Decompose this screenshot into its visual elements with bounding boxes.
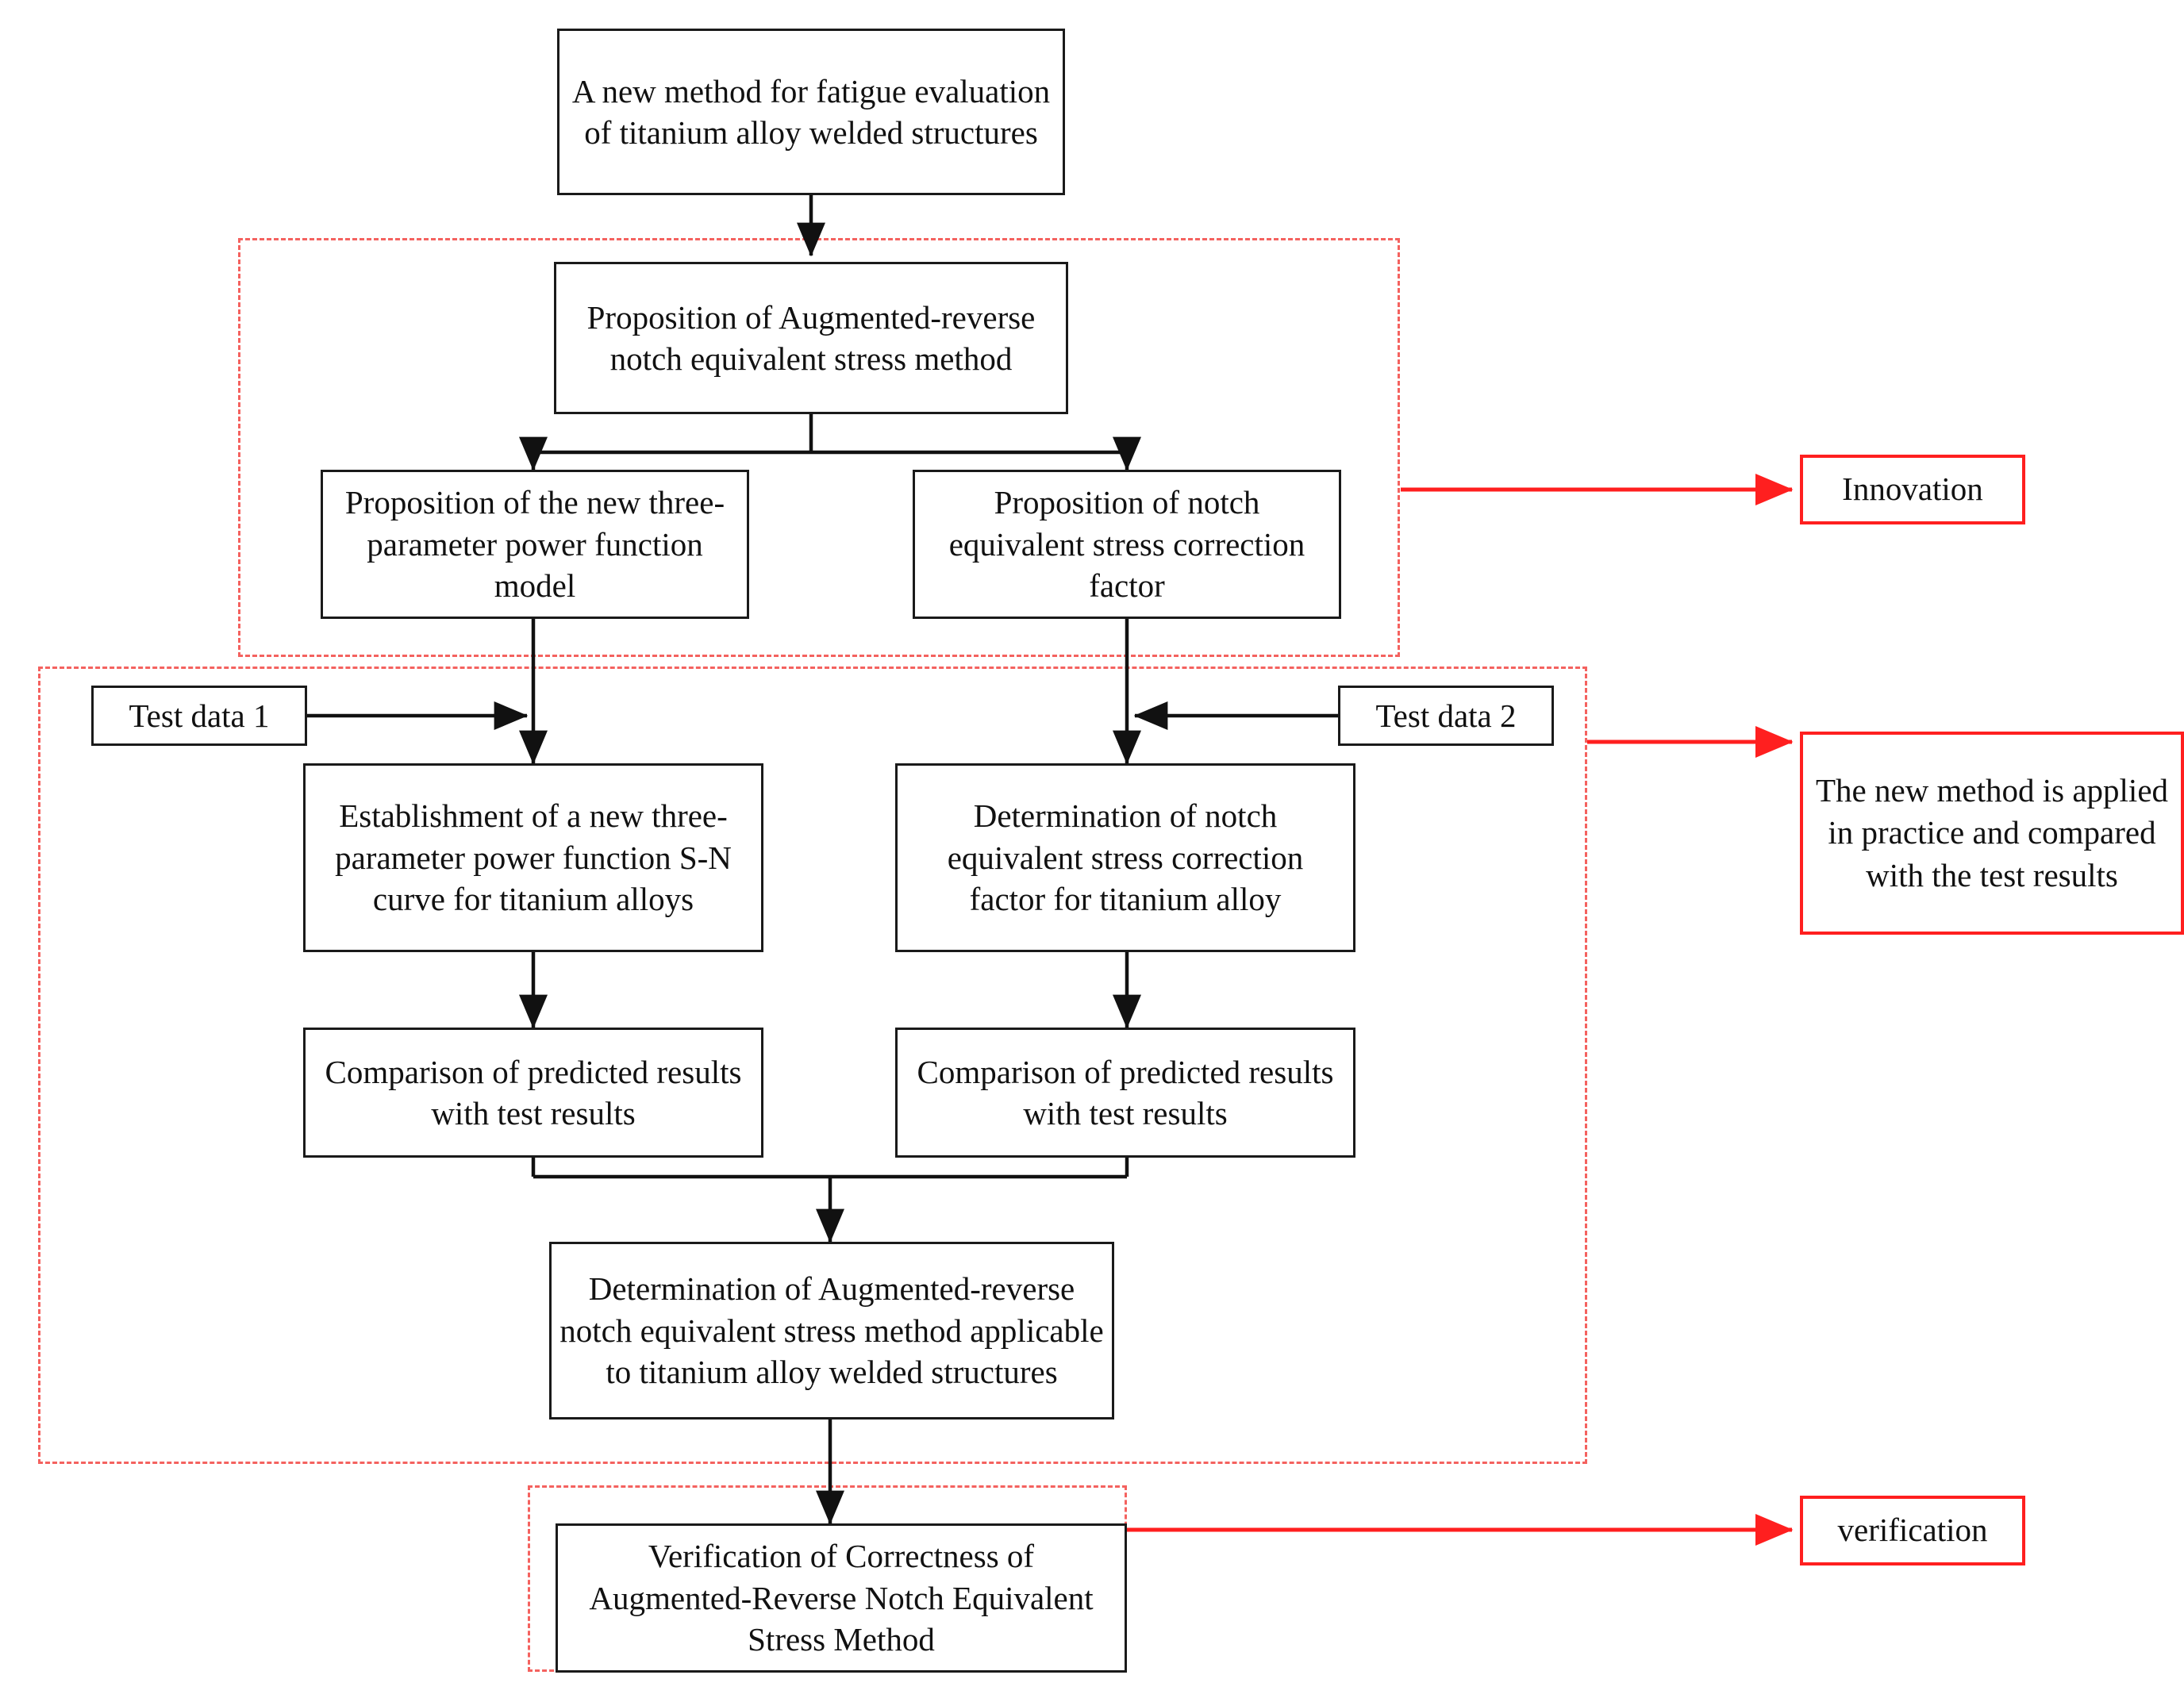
node-verification-method[interactable]: Verification of Correctness of Augmented…: [556, 1523, 1127, 1673]
node-verification-method-label: Verification of Correctness of Augmented…: [589, 1538, 1094, 1658]
node-test-data-2[interactable]: Test data 2: [1338, 686, 1554, 746]
node-test-data-2-label: Test data 2: [1375, 697, 1517, 734]
node-determination-final[interactable]: Determination of Augmented-reverse notch…: [549, 1242, 1114, 1419]
annotation-applied-in-practice-label: The new method is applied in practice an…: [1815, 772, 2169, 893]
annotation-verification-label: verification: [1837, 1512, 1988, 1549]
node-comparison-right-label: Comparison of predicted results with tes…: [917, 1053, 1334, 1131]
node-test-data-1-label: Test data 1: [129, 697, 270, 734]
node-comparison-left-label: Comparison of predicted results with tes…: [325, 1053, 742, 1131]
node-establishment-sn-curve-label: Establishment of a new three-parameter p…: [335, 797, 732, 918]
annotation-innovation-label: Innovation: [1842, 471, 1983, 508]
node-top-goal-label: A new method for fatigue evaluation of t…: [571, 72, 1051, 151]
node-top-goal[interactable]: A new method for fatigue evaluation of t…: [557, 29, 1065, 195]
application-dashed-region: [38, 667, 1587, 1464]
annotation-innovation[interactable]: Innovation: [1800, 455, 2025, 524]
annotation-verification[interactable]: verification: [1800, 1496, 2025, 1565]
node-proposition-main[interactable]: Proposition of Augmented-reverse notch e…: [554, 262, 1068, 414]
node-proposition-main-label: Proposition of Augmented-reverse notch e…: [586, 298, 1036, 377]
node-proposition-right[interactable]: Proposition of notch equivalent stress c…: [913, 470, 1341, 619]
node-proposition-left[interactable]: Proposition of the new three-parameter p…: [321, 470, 749, 619]
node-determination-final-label: Determination of Augmented-reverse notch…: [559, 1270, 1104, 1391]
node-proposition-right-label: Proposition of notch equivalent stress c…: [948, 484, 1305, 605]
node-determination-correction-factor[interactable]: Determination of notch equivalent stress…: [895, 763, 1355, 952]
node-proposition-left-label: Proposition of the new three-parameter p…: [344, 484, 725, 605]
node-comparison-left[interactable]: Comparison of predicted results with tes…: [303, 1028, 763, 1158]
node-test-data-1[interactable]: Test data 1: [91, 686, 307, 746]
node-comparison-right[interactable]: Comparison of predicted results with tes…: [895, 1028, 1355, 1158]
annotation-applied-in-practice[interactable]: The new method is applied in practice an…: [1800, 732, 2184, 935]
node-establishment-sn-curve[interactable]: Establishment of a new three-parameter p…: [303, 763, 763, 952]
node-determination-correction-factor-label: Determination of notch equivalent stress…: [947, 797, 1304, 918]
